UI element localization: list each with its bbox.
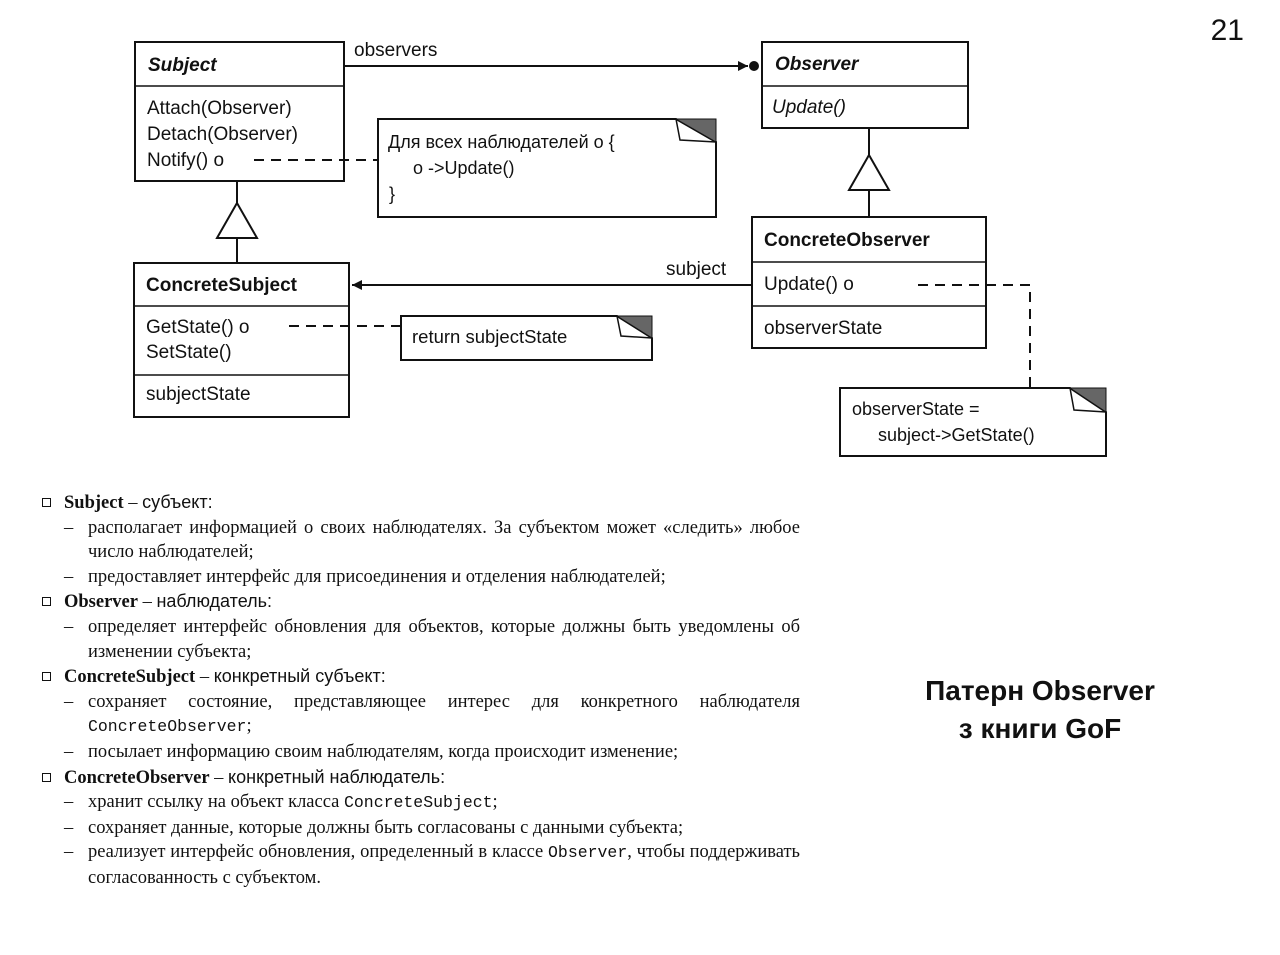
observer-class-name: Observer [775, 54, 860, 75]
participant-heading: Observer – наблюдатель: [40, 589, 800, 615]
subject-association: subject [352, 259, 752, 290]
note-connectors [254, 159, 1031, 388]
responsibility-item: –сохраняет данные, которые должны быть с… [64, 817, 684, 838]
subject-method-detach: Detach(Observer) [147, 124, 298, 145]
responsibility-item: –определяет интерфейс обновления для объ… [64, 616, 800, 662]
participant-role: конкретный субъект: [213, 666, 386, 687]
responsibility-text: посылает информацию своим наблюдателям, … [88, 741, 679, 762]
bullet-box-icon [42, 597, 51, 607]
note-getstate-line-1: return subjectState [412, 326, 567, 347]
concrete-subject-method-setstate: SetState() [146, 342, 232, 363]
responsibility-item: –хранит ссылку на объект класса Concrete… [64, 792, 498, 813]
observer-generalization [847, 128, 891, 217]
participant-heading: Subject – субъект: [40, 490, 800, 516]
concrete-observer-field-state: observerState [764, 318, 882, 339]
participant-heading: ConcreteObserver – конкретный наблюдател… [40, 765, 800, 791]
observers-association-label: observers [354, 40, 437, 61]
participant-role: наблюдатель: [156, 591, 272, 612]
responsibility-text: сохраняет данные, которые должны быть со… [88, 817, 684, 838]
responsibility-text: , чтобы поддерживать согласованность с с… [88, 842, 800, 888]
responsibility-text: реализует интерфейс обновления, определе… [88, 842, 549, 863]
responsibility-text: располагает информацией о своих наблюдат… [88, 517, 800, 563]
observer-class: Observer Update() [761, 41, 969, 129]
responsibility-item: –реализует интерфейс обновления, определ… [64, 842, 800, 888]
participant-heading: ConcreteSubject – конкретный субъект: [40, 664, 800, 690]
subject-method-notify: Notify() o [147, 150, 224, 171]
note-notify: Для всех наблюдателей о { o ->Update() } [377, 118, 717, 218]
responsibility-text: определяет интерфейс обновления для объе… [88, 616, 800, 662]
participants-description: Subject – субъект:–располагает информаци… [40, 490, 800, 891]
participant-role: субъект: [142, 492, 213, 512]
note-getstate: return subjectState [400, 315, 653, 361]
class-name-code: ConcreteObserver [88, 717, 247, 737]
slide-number: 21 [1210, 14, 1244, 47]
note-notify-line-2: o ->Update() [413, 158, 515, 178]
responsibility-text: ; [492, 792, 498, 813]
concrete-subject-class-name: ConcreteSubject [146, 275, 298, 296]
bullet-box-icon [42, 672, 51, 682]
concrete-subject-class: ConcreteSubject GetState() o SetState() … [133, 262, 350, 418]
note-update-line-1: observerState = [852, 399, 980, 419]
observer-method-update: Update() [772, 97, 846, 118]
caption-line-2: з книги GoF [958, 713, 1122, 744]
responsibility-item: –посылает информацию своим наблюдателям,… [64, 741, 679, 762]
subject-method-attach: Attach(Observer) [147, 98, 292, 119]
participant-name: ConcreteSubject [64, 667, 196, 688]
class-name-code: ConcreteSubject [344, 793, 493, 813]
observers-association: observers [344, 40, 759, 71]
responsibility-text: хранит ссылку на объект класса [88, 792, 344, 813]
note-update: observerState = subject->GetState() [839, 387, 1107, 457]
subject-class-name: Subject [148, 55, 217, 76]
bullet-box-icon [42, 772, 51, 782]
note-notify-line-1: Для всех наблюдателей о { [388, 132, 615, 152]
slide-caption: Патерн Observer з книги GoF [880, 672, 1200, 748]
note-update-line-2: subject->GetState() [878, 425, 1035, 445]
responsibility-item: –предоставляет интерфейс для присоединен… [64, 566, 666, 587]
caption-line-1: Патерн Observer [925, 675, 1155, 706]
participant-name: ConcreteObserver [64, 767, 210, 788]
responsibility-text: предоставляет интерфейс для присоединени… [88, 566, 666, 587]
subject-association-label: subject [666, 259, 727, 280]
participant-name: Subject [64, 493, 124, 513]
responsibility-text: сохраняет состояние, представляющее инте… [88, 691, 800, 712]
concrete-subject-field-state: subjectState [146, 384, 251, 405]
uml-class-diagram: Subject Attach(Observer) Detach(Observer… [133, 40, 1107, 457]
concrete-observer-class: ConcreteObserver Update() o observerStat… [751, 216, 987, 349]
note-notify-line-3: } [389, 184, 395, 204]
responsibility-item: –сохраняет состояние, представляющее инт… [64, 691, 800, 737]
responsibility-item: –располагает информацией о своих наблюда… [64, 517, 800, 563]
subject-class: Subject Attach(Observer) Detach(Observer… [134, 41, 345, 182]
concrete-subject-method-getstate: GetState() o [146, 317, 250, 338]
concrete-observer-method-update: Update() o [764, 274, 854, 295]
participant-name: Observer [64, 592, 138, 613]
participant-role: конкретный наблюдатель: [228, 766, 446, 787]
bullet-box-icon [42, 498, 51, 507]
subject-generalization [215, 181, 259, 263]
concrete-observer-class-name: ConcreteObserver [764, 230, 930, 251]
responsibility-text: ; [246, 716, 252, 737]
class-name-code: Observer [548, 843, 628, 863]
